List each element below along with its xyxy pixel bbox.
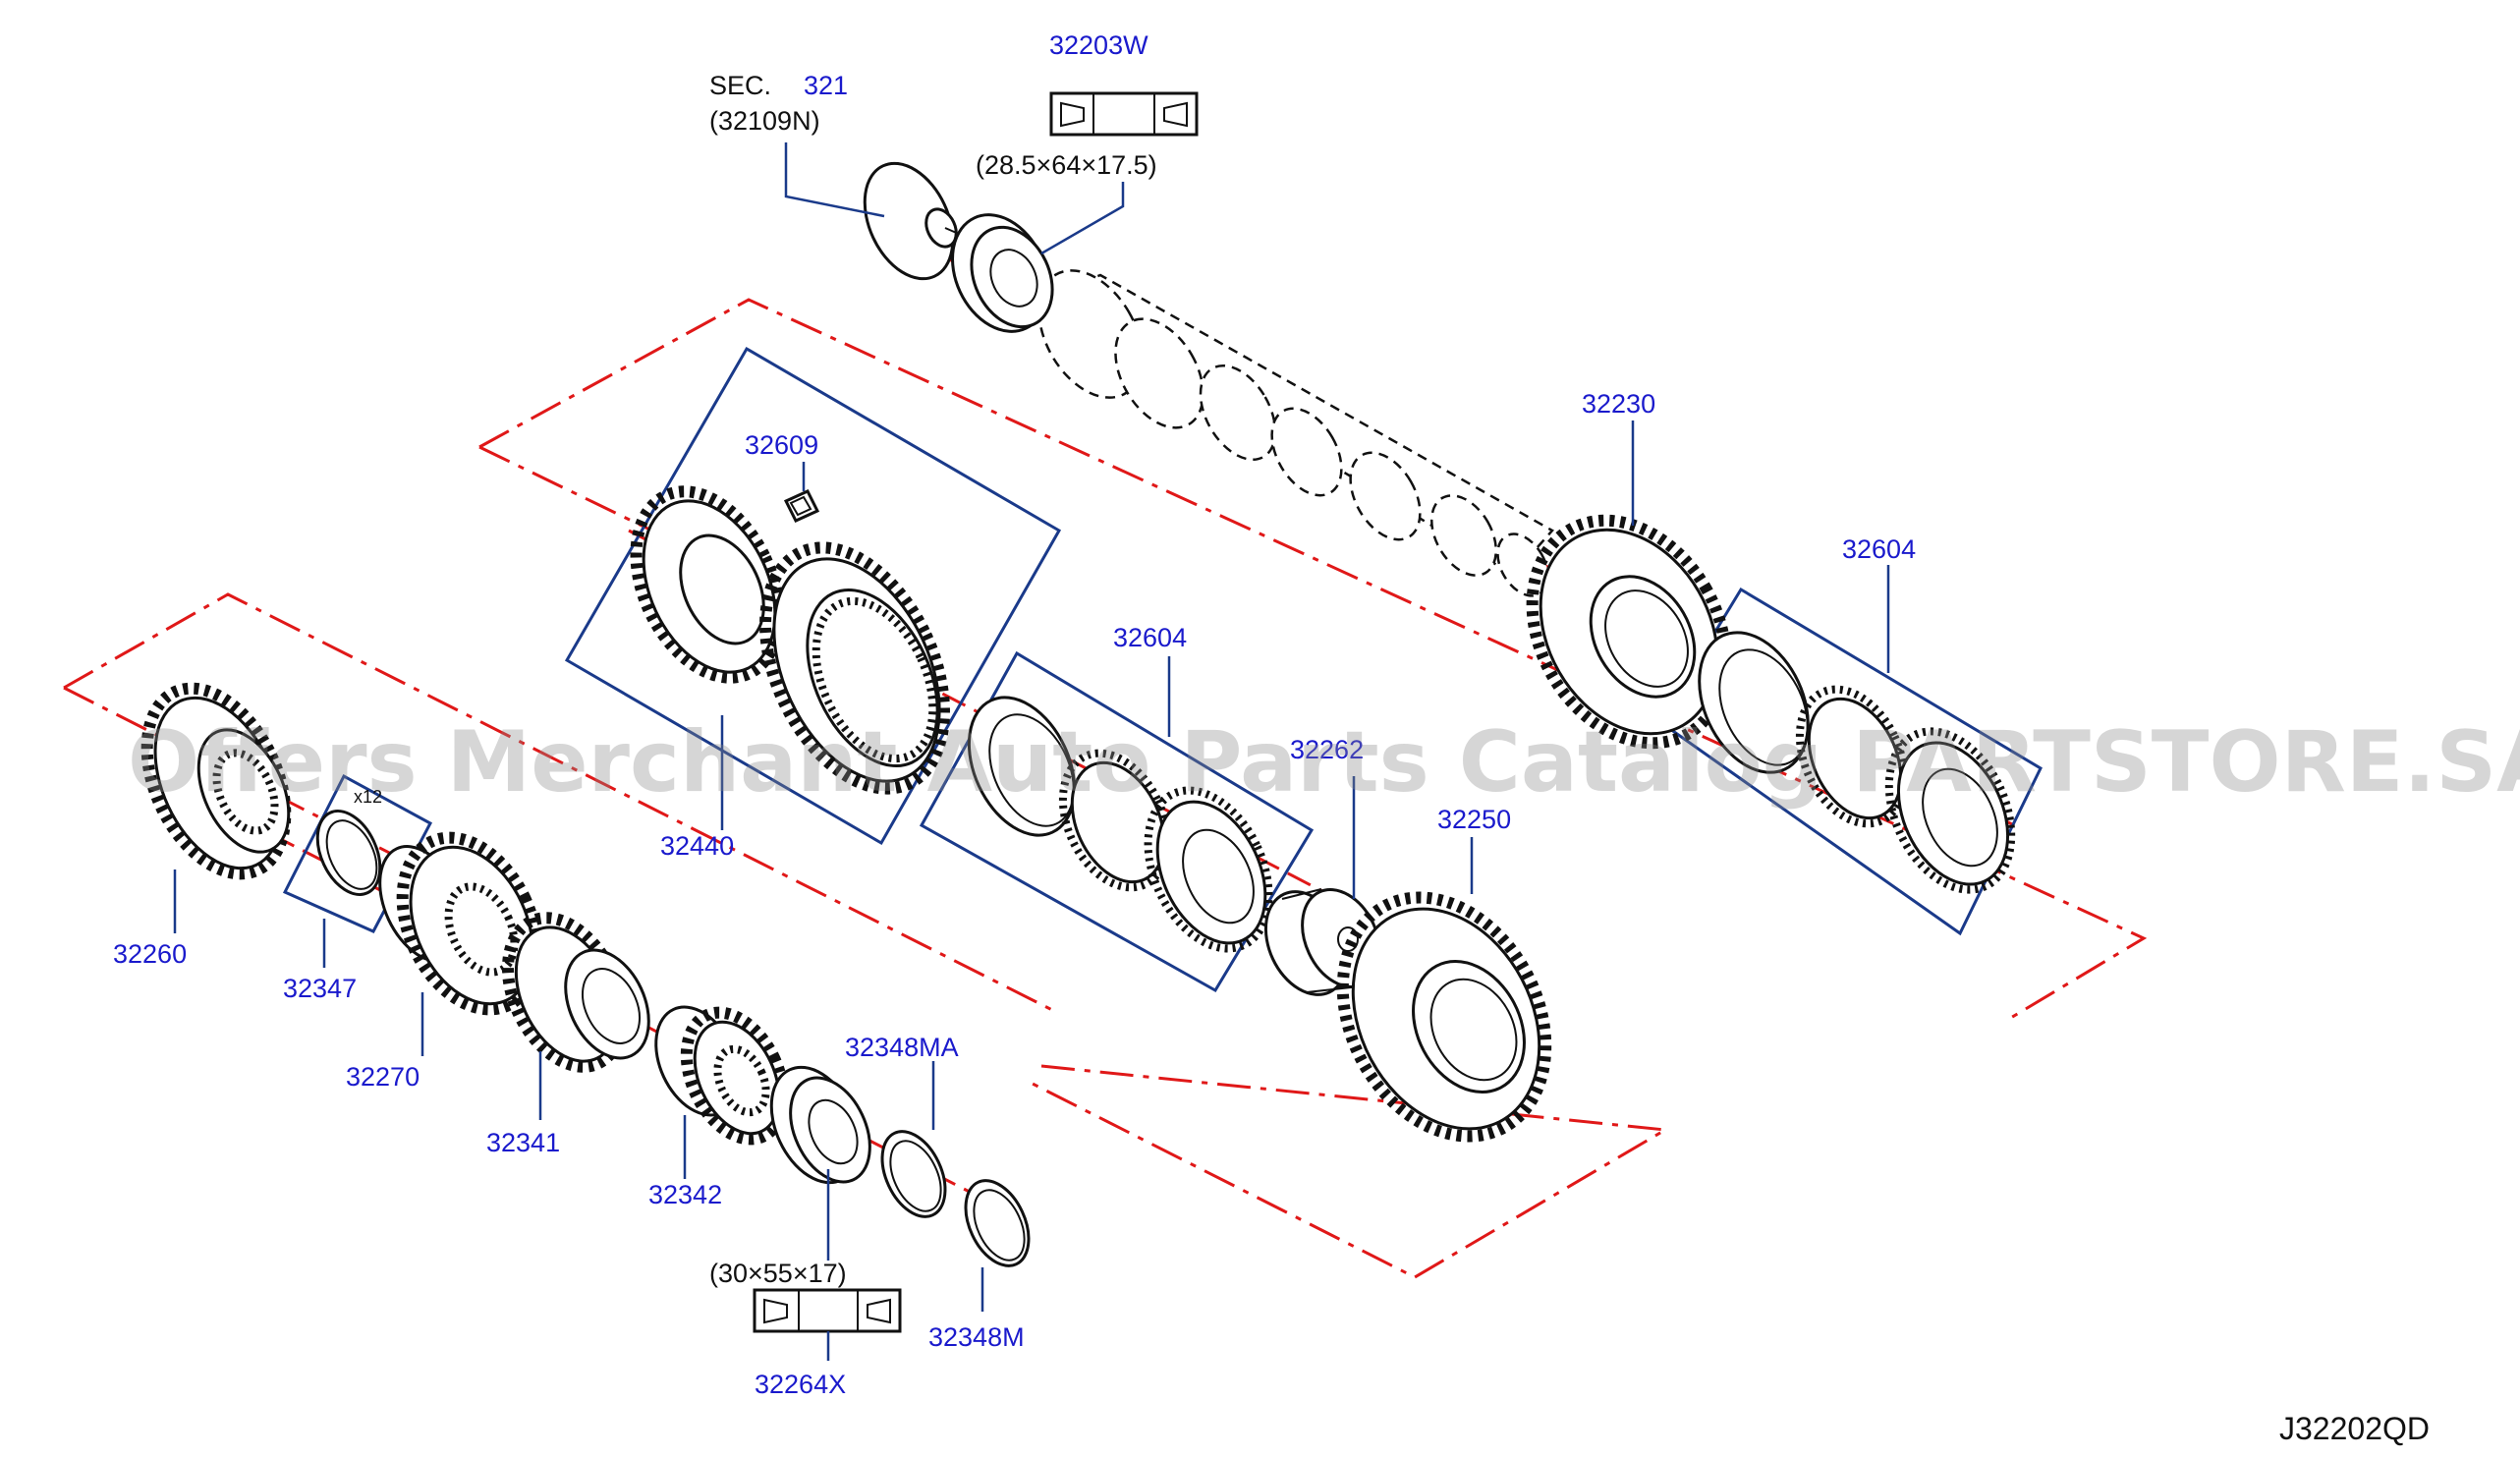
snap-plate-32109N — [863, 161, 969, 281]
sec-number[interactable]: 321 — [804, 71, 848, 100]
bearing-box-icon-32203W — [1049, 91, 1199, 137]
label-32262[interactable]: 32262 — [1290, 735, 1364, 764]
label-32203W[interactable]: 32203W — [1049, 30, 1148, 60]
leader-32203W — [1040, 182, 1125, 255]
snap-ring-32348M — [964, 1179, 1031, 1267]
diagram-code: J32202QD — [2279, 1411, 2430, 1446]
label-32264X-size: (30×55×17) — [709, 1259, 847, 1288]
synchro-hub-32440 — [630, 485, 950, 795]
label-32341[interactable]: 32341 — [486, 1128, 560, 1157]
gear-32342 — [654, 1005, 790, 1146]
snap-ring-32348MA — [880, 1130, 947, 1218]
group-box-32440 — [564, 346, 1062, 846]
label-32604-mid[interactable]: 32604 — [1113, 623, 1187, 652]
snap-ring-32347 — [315, 810, 382, 896]
main-shaft-phantom — [1037, 269, 1554, 597]
leader-sec — [784, 142, 885, 218]
label-32348M[interactable]: 32348M — [928, 1322, 1025, 1352]
label-32230[interactable]: 32230 — [1582, 389, 1655, 419]
synchro-ring-set-32604-right — [1698, 631, 2016, 894]
label-32347[interactable]: 32347 — [283, 974, 357, 1003]
watermark: Offers Merchant Auto Parts Catalog PARTS… — [128, 713, 2520, 812]
assembly-outline-upper — [478, 298, 2148, 1024]
assembly-outline-lower-right — [1026, 1064, 1670, 1279]
assembly-outline-lower — [63, 592, 1057, 1014]
label-32604-right[interactable]: 32604 — [1842, 534, 1916, 564]
label-32347-qty: x12 — [354, 787, 382, 807]
label-32609[interactable]: 32609 — [745, 430, 818, 460]
gear-32341 — [501, 912, 650, 1073]
insert-key-32609 — [783, 489, 820, 523]
label-32260[interactable]: 32260 — [113, 939, 187, 969]
bearing-32203W — [951, 213, 1054, 333]
group-box-32347 — [282, 773, 433, 933]
label-32348MA[interactable]: 32348MA — [845, 1033, 959, 1062]
label-32440[interactable]: 32440 — [660, 831, 734, 861]
gear-32260 — [140, 682, 292, 880]
gear-32230 — [1526, 514, 1732, 750]
bearing-box-icon-32264X — [753, 1288, 902, 1333]
label-32264X[interactable]: 32264X — [755, 1370, 846, 1399]
label-32250[interactable]: 32250 — [1437, 805, 1511, 834]
synchro-ring-set-32604-mid — [967, 696, 1273, 953]
sec-sub: (32109N) — [709, 106, 820, 136]
label-32342[interactable]: 32342 — [648, 1180, 722, 1209]
bearing-32264X — [769, 1065, 871, 1185]
label-32270[interactable]: 32270 — [346, 1062, 420, 1092]
label-32203W-size: (28.5×64×17.5) — [976, 150, 1157, 180]
sec-prefix: SEC. — [709, 71, 771, 100]
gear-32250 — [1336, 891, 1552, 1143]
gear-32270 — [378, 831, 543, 1016]
